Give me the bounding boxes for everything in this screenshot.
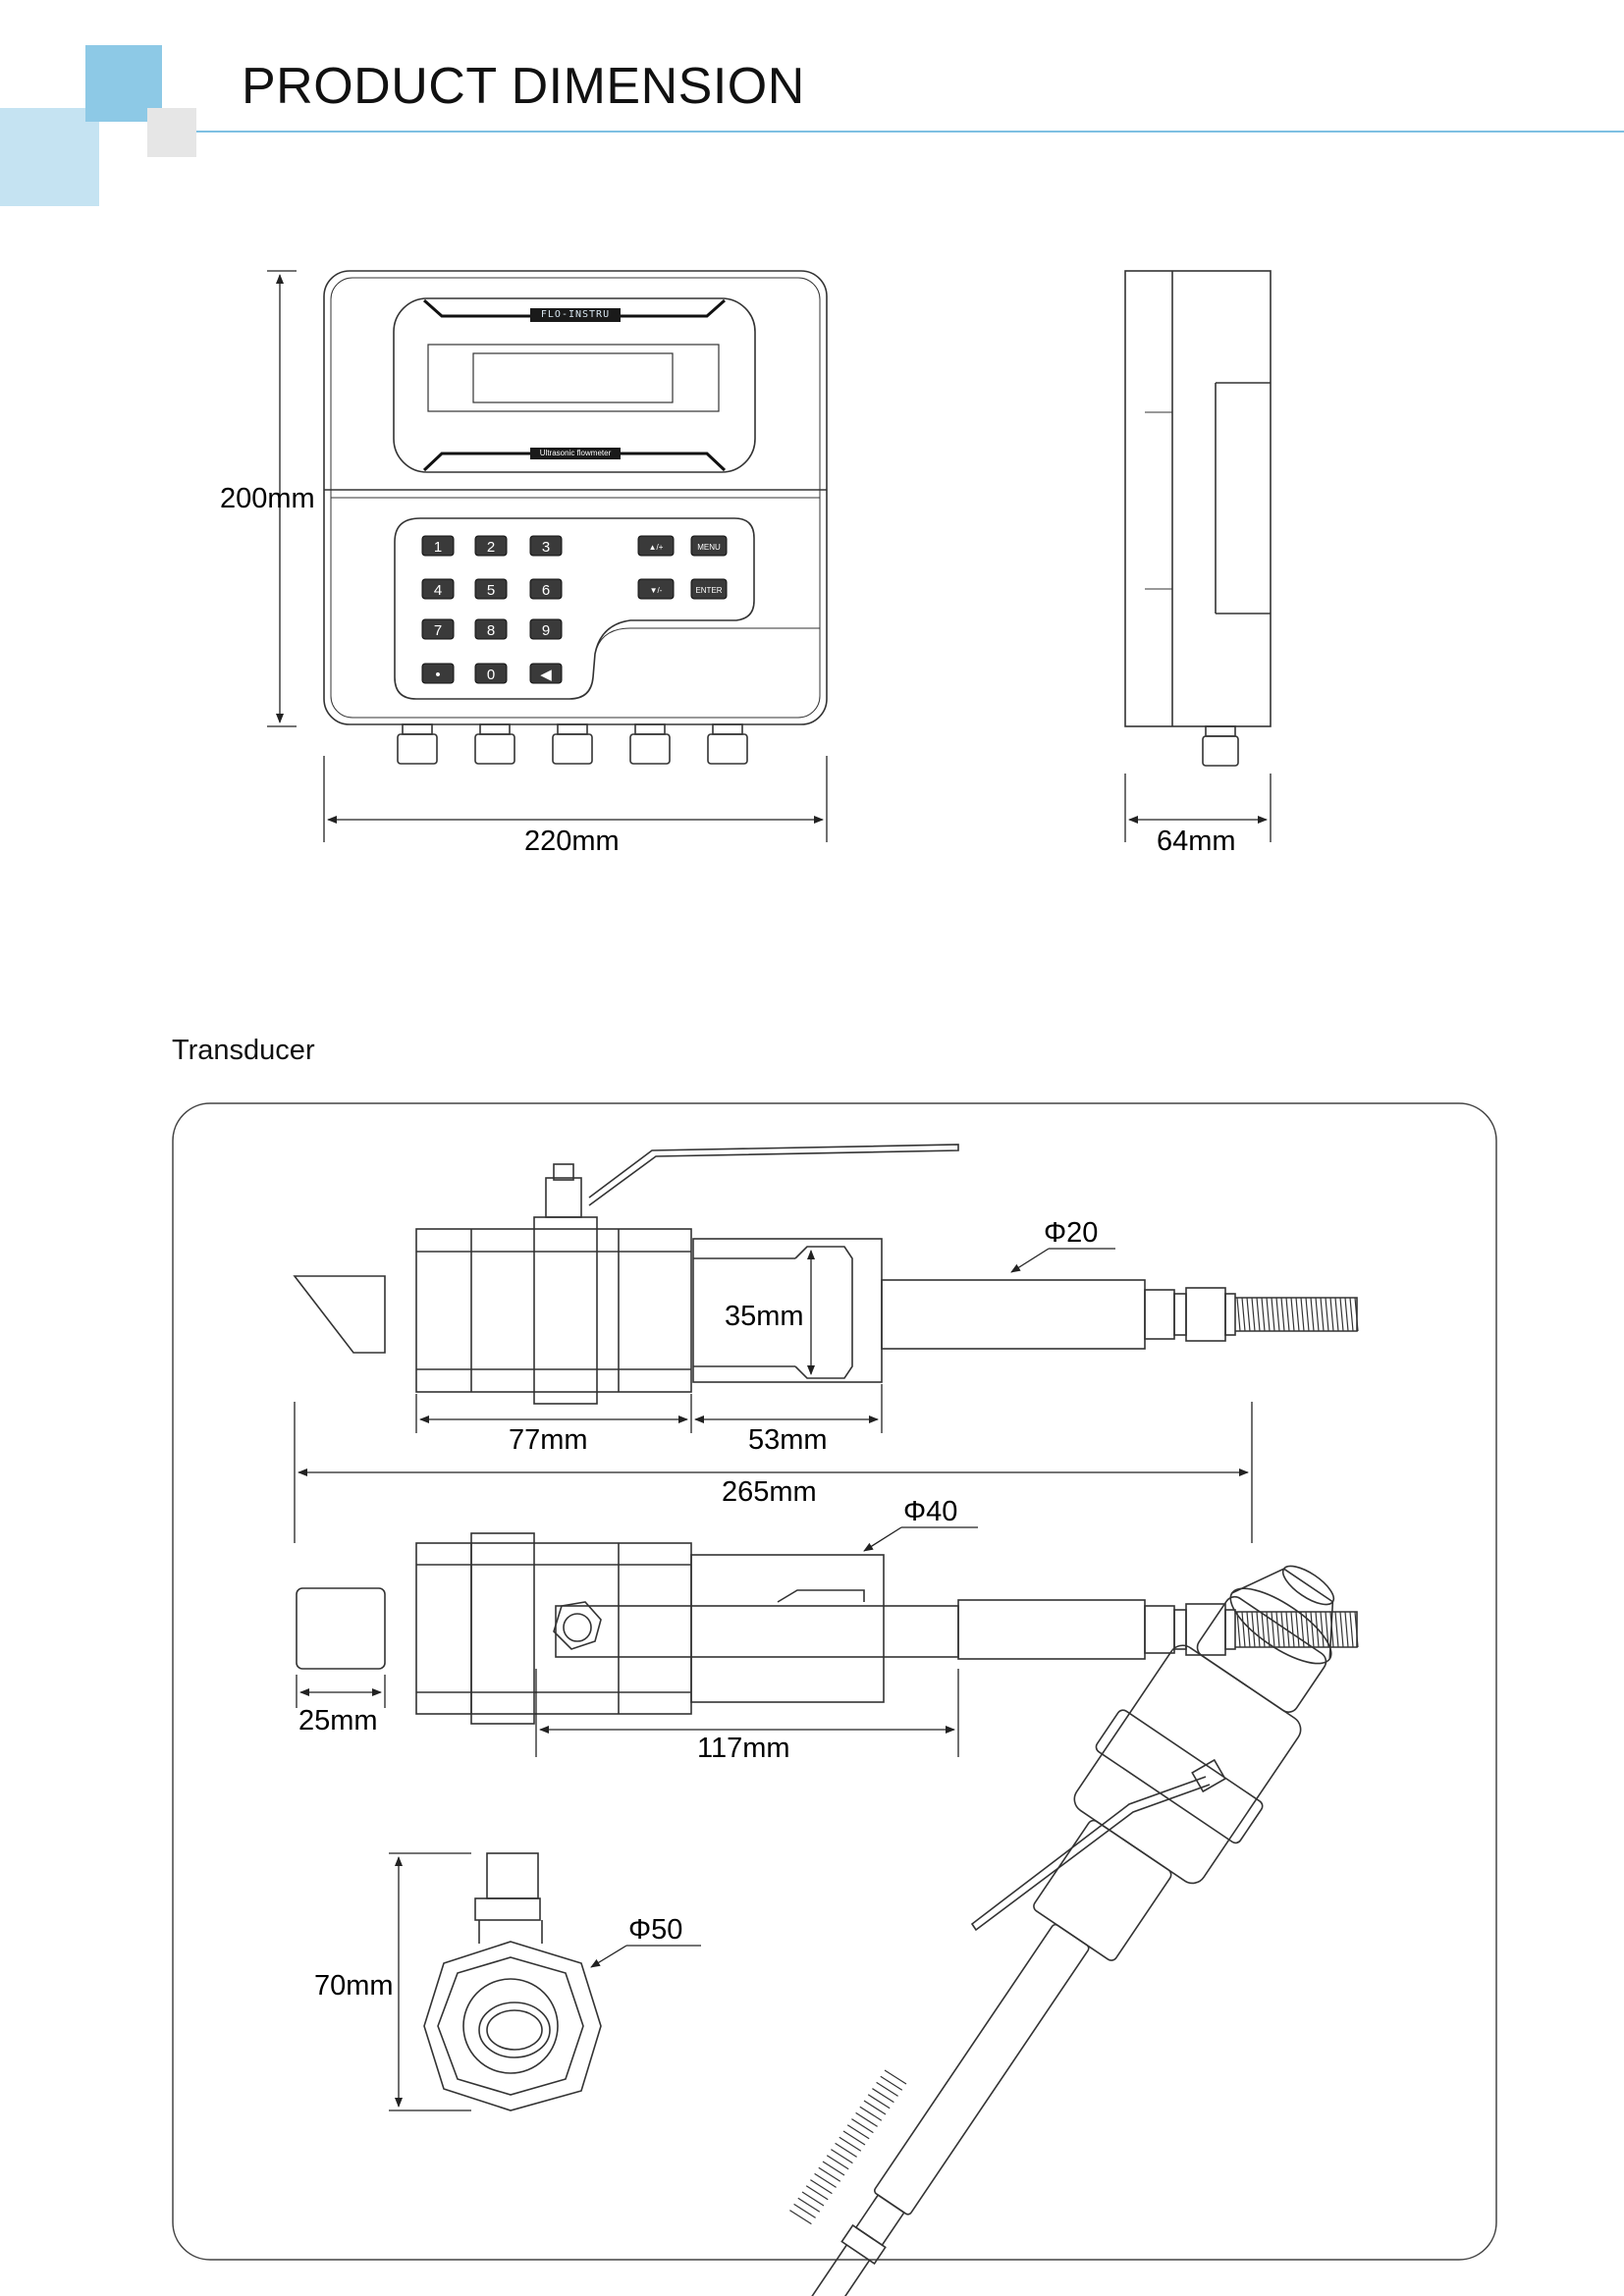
keypad-key-label: 8: [487, 622, 495, 639]
nav-keys: ▲/+ MENU ▼/- ENTER: [637, 535, 728, 600]
keypad-key: 0: [474, 663, 508, 684]
keypad-key-label: 5: [487, 582, 495, 599]
transducer-front-view: [296, 1532, 1358, 1725]
transducer-top-view: [293, 1144, 1358, 1405]
keypad-key: 1: [421, 535, 455, 557]
keypad-key-label: 0: [487, 667, 495, 683]
page-title: PRODUCT DIMENSION: [242, 58, 805, 115]
keypad-key-label: 3: [542, 539, 550, 556]
device-brand-text: FLO-INSTRU: [540, 309, 611, 320]
transducer-isometric-view: [780, 1565, 1335, 2296]
nav-key-label: ENTER: [695, 586, 722, 595]
width-dimension: 220mm: [524, 826, 620, 857]
keypad-key-label: 1: [434, 539, 442, 556]
nav-key: MENU: [690, 535, 728, 557]
keypad-key: 8: [474, 618, 508, 640]
device-front-view: [323, 270, 828, 765]
keypad-key-label: 9: [542, 622, 550, 639]
keypad-key: 3: [529, 535, 563, 557]
transducer-frame: [172, 1102, 1497, 2261]
cable-glands: [397, 723, 748, 765]
diameter-50-label: Φ50: [628, 1914, 682, 1946]
transducer-end-view: [423, 1852, 602, 2111]
section-label-transducer: Transducer: [172, 1035, 315, 1066]
end-view-dimensions: [389, 1852, 701, 2111]
transducer-top-dimensions: [294, 1248, 1253, 1543]
keypad-key: 5: [474, 578, 508, 600]
keypad-key-label: 6: [542, 582, 550, 599]
nav-key: ▼/-: [637, 578, 675, 600]
cable-spring-front: [1236, 1611, 1359, 1648]
keypad-key-label: •: [435, 667, 440, 683]
nav-key-label: MENU: [697, 543, 721, 552]
nav-key: ▲/+: [637, 535, 675, 557]
caption-plate: [530, 448, 621, 459]
brand-plate: [530, 308, 621, 322]
nav-key: ENTER: [690, 578, 728, 600]
diameter-20-label: Φ20: [1044, 1217, 1098, 1249]
height-dimension: 200mm: [220, 483, 315, 514]
device-dimension-lines: [267, 270, 1272, 842]
dim-53-label: 53mm: [748, 1424, 828, 1456]
keypad: 1 2 3 4 5 6 7 8 9 • 0 ◀: [421, 535, 563, 684]
depth-dimension: 64mm: [1157, 826, 1236, 857]
keypad-key-label: ◀: [540, 667, 552, 683]
keypad-key: 4: [421, 578, 455, 600]
transducer-front-dimensions: [296, 1526, 978, 1757]
keypad-key: •: [421, 663, 455, 684]
keypad-key-label: 4: [434, 582, 442, 599]
keypad-key-label: 2: [487, 539, 495, 556]
dim-77-label: 77mm: [509, 1424, 588, 1456]
dim-70-label: 70mm: [314, 1970, 394, 2002]
header-decoration: [0, 45, 1624, 206]
keypad-key: 2: [474, 535, 508, 557]
keypad-key: 9: [529, 618, 563, 640]
cable-spring-top: [1236, 1297, 1359, 1332]
dim-25-label: 25mm: [298, 1705, 378, 1736]
keypad-key: ◀: [529, 663, 563, 684]
diameter-40-label: Φ40: [903, 1496, 957, 1527]
dim-117-label: 117mm: [697, 1733, 790, 1764]
device-caption-text: Ultrasonic flowmeter: [539, 449, 612, 457]
dim-35-label: 35mm: [725, 1301, 804, 1332]
isometric-handle: [970, 1758, 1226, 1932]
device-side-view: [1124, 270, 1272, 767]
keypad-key: 7: [421, 618, 455, 640]
keypad-key: 6: [529, 578, 563, 600]
dim-265-label: 265mm: [722, 1476, 817, 1508]
cable-spring-isometric: [789, 2069, 907, 2225]
keypad-key-label: 7: [434, 622, 442, 639]
nav-key-label: ▲/+: [649, 543, 664, 552]
nav-key-label: ▼/-: [650, 586, 663, 595]
